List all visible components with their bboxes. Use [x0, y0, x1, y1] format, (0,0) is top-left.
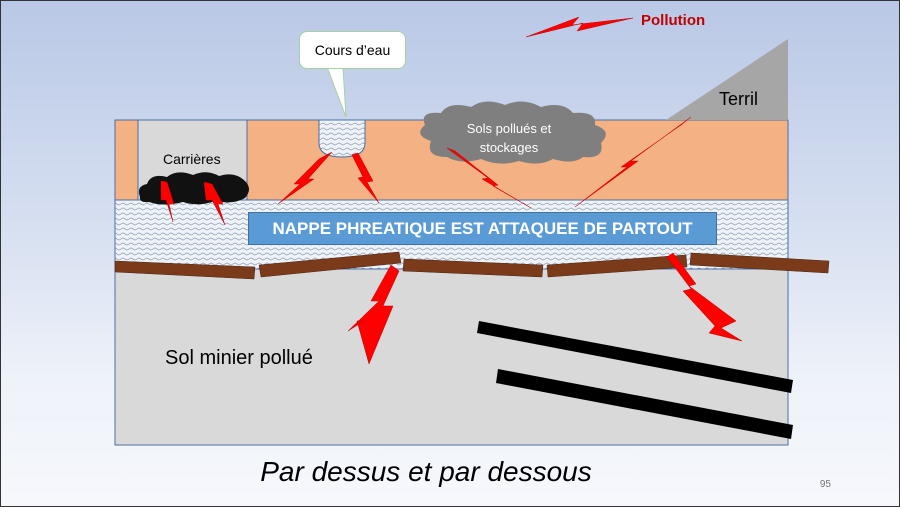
coal-seam-2 [496, 369, 793, 439]
terril-triangle [666, 39, 788, 120]
river-label: Cours d’eau [314, 42, 391, 58]
lightning-bolt-icon [666, 252, 743, 342]
pollution-label: Pollution [641, 12, 706, 29]
lightning-bolt-icon [160, 180, 175, 223]
polluted-soil-line2: stockages [479, 140, 539, 155]
lightning-bolt-icon [351, 152, 380, 204]
page-number: 95 [819, 479, 831, 490]
lightning-bolt-icon [574, 116, 692, 208]
mine-soil-label: Sol minier pollué [165, 347, 313, 369]
rock-strata [114, 251, 830, 280]
lightning-bolt-icon [525, 16, 634, 38]
terril-label: Terril [719, 89, 758, 109]
quarry-black-mass [138, 172, 249, 205]
slide-caption: Par dessus et par dessous [260, 456, 592, 487]
quarry-label: Carrières [163, 151, 221, 167]
callout-tail [326, 66, 347, 118]
coal-seam-1 [477, 321, 793, 393]
polluted-soil-line1: Sols pollués et [466, 121, 552, 136]
lightning-bolt-icon [347, 264, 400, 365]
aquifer-banner: NAPPE PHREATIQUE EST ATTAQUEE DE PARTOUT [248, 212, 717, 245]
polluted-soil-label: Sols pollués et stockages [453, 119, 565, 157]
riverbed-channel [318, 119, 366, 158]
river-callout: Cours d’eau [299, 31, 406, 69]
lightning-bolt-icon [277, 151, 333, 205]
polluted-soil-cloud [420, 101, 606, 164]
lightning-bolt-icon [446, 147, 532, 209]
lightning-bolt-icon [203, 181, 226, 226]
lightning-bolts [160, 16, 743, 365]
